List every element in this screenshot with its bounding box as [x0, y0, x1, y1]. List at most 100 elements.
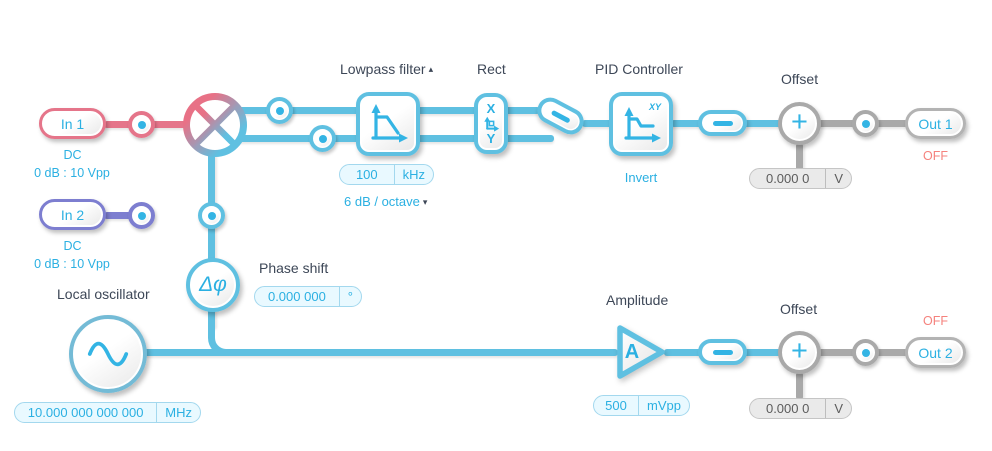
- rect-x-label: X: [486, 101, 496, 116]
- offset1-value: 0.000 0: [765, 171, 810, 186]
- lowpass-curve-icon: [371, 104, 408, 143]
- wire-offset2-stub: [796, 372, 803, 400]
- local-osc-title: Local oscillator: [57, 286, 150, 302]
- phase-shift-node[interactable]: Δφ: [186, 258, 240, 312]
- input1-coupling: DC: [63, 148, 82, 162]
- offset2-title: Offset: [780, 301, 818, 317]
- lowpass-block[interactable]: [356, 92, 420, 156]
- offset2-value: 0.000 0: [765, 401, 810, 416]
- capsule-dash-icon: [712, 349, 733, 355]
- plus-icon: +: [791, 105, 808, 138]
- input1-range: 0 dB : 10 Vpp: [34, 166, 110, 180]
- wire-lo-main: [130, 349, 618, 356]
- wire-in1-b: [150, 121, 192, 128]
- lo-frequency-value: 10.000 000 000 000: [27, 405, 144, 420]
- lowpass-cutoff-unit: kHz: [393, 165, 433, 184]
- lo-frequency-input[interactable]: 10.000 000 000 000 MHz: [14, 402, 201, 423]
- probe-dot-icon: [275, 106, 284, 115]
- out2-probe[interactable]: [852, 339, 879, 366]
- offset1-summer[interactable]: +: [778, 102, 821, 145]
- rect-axes-icon: [483, 116, 499, 132]
- probe-dot-icon: [137, 120, 146, 129]
- wire-mixer-lo: [208, 150, 215, 330]
- offset2-input[interactable]: 0.000 0 V: [749, 398, 852, 419]
- input1-probe[interactable]: [128, 111, 155, 138]
- wire-pid-capsule: [671, 120, 702, 127]
- offset1-title: Offset: [781, 71, 819, 87]
- phase-symbol: Δφ: [199, 273, 227, 296]
- pid-mode-label: XY: [648, 102, 661, 112]
- output2-label: Out 2: [918, 344, 953, 361]
- output2-status: OFF: [923, 314, 948, 328]
- input2-probe[interactable]: [128, 202, 155, 229]
- sine-wave-icon: [87, 341, 129, 367]
- gain-capsule-1[interactable]: [698, 110, 747, 136]
- wire-offset1-stub: [796, 143, 803, 171]
- input1-label: In 1: [60, 115, 85, 132]
- pid-invert-toggle[interactable]: Invert: [624, 170, 658, 185]
- offset2-unit: V: [825, 399, 851, 418]
- input2-label: In 2: [60, 206, 85, 223]
- out1-probe[interactable]: [852, 110, 879, 137]
- pid-title: PID Controller: [595, 61, 683, 77]
- lo-branch-probe[interactable]: [198, 202, 225, 229]
- dropdown-icon: ▾: [422, 197, 428, 207]
- lo-frequency-unit: MHz: [156, 403, 200, 422]
- rect-y-label: Y: [486, 131, 496, 146]
- output1-status: OFF: [923, 149, 948, 163]
- probe-dot-icon: [207, 211, 216, 220]
- mixer-x-probe[interactable]: [266, 97, 293, 124]
- offset1-unit: V: [825, 169, 851, 188]
- xy-select-switch[interactable]: [532, 93, 589, 139]
- amplitude-input[interactable]: 500 mVpp: [593, 395, 690, 416]
- rect-block[interactable]: X Y: [474, 93, 508, 154]
- probe-dot-icon: [318, 134, 327, 143]
- wire-switch-pid: [582, 120, 612, 127]
- input2-pill[interactable]: In 2: [39, 199, 106, 230]
- pid-curve-icon: [624, 107, 661, 143]
- wire-in1-a: [104, 121, 134, 128]
- lowpass-cutoff-value: 100: [355, 167, 378, 182]
- capsule-dash-icon: [712, 120, 733, 126]
- probe-dot-icon: [861, 348, 870, 357]
- switch-dash-icon: [550, 109, 571, 123]
- gain-capsule-2[interactable]: [698, 339, 747, 365]
- input2-range: 0 dB : 10 Vpp: [34, 257, 110, 271]
- mixer-icon[interactable]: [179, 89, 251, 161]
- input1-pill[interactable]: In 1: [39, 108, 106, 139]
- phase-value: 0.000 000: [267, 289, 326, 304]
- phase-title: Phase shift: [259, 260, 329, 276]
- phase-unit: °: [338, 287, 361, 306]
- amplitude-symbol: A: [624, 341, 640, 363]
- mixer-y-probe[interactable]: [309, 125, 336, 152]
- pid-block[interactable]: XY: [609, 92, 673, 156]
- probe-dot-icon: [861, 119, 870, 128]
- output2-pill[interactable]: Out 2: [905, 337, 966, 368]
- offset2-summer[interactable]: +: [778, 331, 821, 374]
- wire-in2: [104, 212, 134, 219]
- offset1-input[interactable]: 0.000 0 V: [749, 168, 852, 189]
- probe-dot-icon: [137, 211, 146, 220]
- wire-offset2-probe: [818, 349, 856, 356]
- local-oscillator[interactable]: [69, 315, 147, 393]
- amplitude-value: 500: [605, 398, 627, 413]
- wire-probe-out1: [876, 120, 908, 127]
- output1-pill[interactable]: Out 1: [905, 108, 966, 139]
- lowpass-slope-dropdown[interactable]: 6 dB / octave▾: [344, 194, 428, 209]
- wire-amp-capsule: [664, 349, 702, 356]
- collapse-icon: ▴: [428, 64, 434, 74]
- wire-probe-out2: [876, 349, 908, 356]
- amplitude-unit: mVpp: [638, 396, 689, 415]
- rect-title: Rect: [477, 61, 506, 77]
- amplitude-gain-block[interactable]: [610, 319, 672, 385]
- phase-input[interactable]: 0.000 000 °: [254, 286, 362, 307]
- lowpass-title[interactable]: Lowpass filter▴: [340, 61, 434, 77]
- wire-capsule-offset2: [744, 349, 782, 356]
- wire-offset1-probe: [818, 120, 856, 127]
- plus-icon: +: [791, 334, 808, 367]
- wire-capsule-offset1: [744, 120, 782, 127]
- amplitude-title: Amplitude: [606, 292, 669, 308]
- input2-coupling: DC: [63, 239, 82, 253]
- lowpass-cutoff-input[interactable]: 100 kHz: [339, 164, 434, 185]
